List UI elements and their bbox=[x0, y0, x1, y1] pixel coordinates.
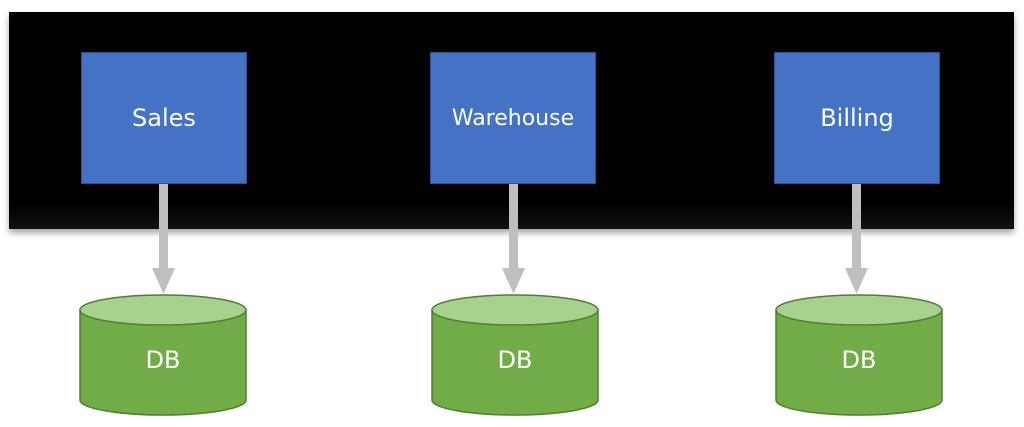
database-cylinder-warehouse bbox=[431, 294, 599, 416]
arrow-billing-to-db bbox=[845, 184, 868, 294]
arrow-warehouse-to-db bbox=[502, 184, 525, 294]
db-label-billing: DB bbox=[841, 346, 877, 374]
db-label-sales: DB bbox=[145, 346, 181, 374]
database-cylinder-billing bbox=[775, 294, 943, 416]
db-label-warehouse: DB bbox=[497, 346, 533, 374]
database-cylinder-sales bbox=[79, 294, 247, 416]
arrow-sales-to-db bbox=[152, 184, 175, 294]
